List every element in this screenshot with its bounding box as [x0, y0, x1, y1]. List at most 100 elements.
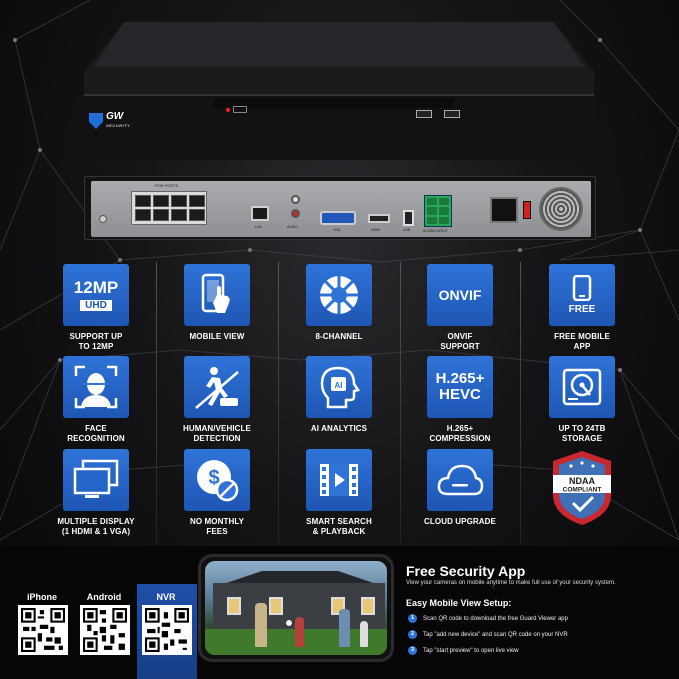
cloud-upgrade-icon [427, 449, 493, 511]
step-number: 1 [408, 614, 417, 623]
power-switch [523, 201, 531, 219]
power-led [226, 107, 230, 112]
qr-label-android: Android [86, 592, 122, 602]
person-figure [255, 603, 267, 647]
app-subtitle: View your cameras on mobile anytime to m… [406, 580, 616, 586]
feature-label: SMART SEARCH [306, 517, 372, 526]
feature-label: FREE MOBILE [554, 332, 610, 341]
step-text: Tap "add new device" and scan QR code on… [423, 631, 568, 638]
feature-label: NO MONTHLY [189, 517, 245, 526]
alarm-terminal [424, 195, 452, 227]
brand-logo-sub: SECURITY [106, 123, 131, 128]
step-number: 3 [408, 646, 417, 655]
feature-h265: H.265+ HEVC H.265+COMPRESSION [410, 356, 510, 444]
step-number: 2 [408, 630, 417, 639]
feature-label: ONVIF [447, 332, 473, 341]
feature-label: STORAGE [561, 434, 603, 443]
smart-search-playback-icon [306, 449, 372, 511]
live-view-screen [205, 561, 387, 655]
person-figure [339, 609, 350, 647]
ai-analytics-icon: AI [306, 356, 372, 418]
app-title: Free Security App [406, 563, 526, 579]
nvr-front-view [84, 22, 594, 160]
feature-mobile-view: MOBILE VIEW [167, 264, 267, 342]
qr-code-iphone[interactable] [18, 605, 68, 655]
icon-uhd-text: UHD [80, 300, 112, 311]
icon-12mp-text: 12MP [73, 278, 119, 297]
feature-label: FEES [206, 527, 228, 536]
feature-label: TO 12MP [78, 342, 114, 351]
free-icon-text: FREE [568, 304, 596, 315]
setup-step: 1 Scan QR code to download the free Guar… [408, 614, 568, 623]
feature-label: 8-CHANNEL [315, 332, 363, 341]
person-figure [295, 617, 304, 647]
qr-label-nvr: NVR [156, 592, 176, 602]
feature-smart-search: SMART SEARCH& PLAYBACK [289, 449, 389, 537]
ai-chip-text: AI [335, 381, 343, 390]
poe-ports-label: POE PORTS [155, 183, 179, 188]
feature-label: & PLAYBACK [312, 527, 366, 536]
person-figure [360, 621, 368, 647]
setup-title: Easy Mobile View Setup: [406, 598, 512, 608]
audio-in-jack [291, 209, 300, 218]
audio-out-jack [291, 195, 300, 204]
brand-logo-text: GW [106, 111, 124, 122]
front-indicators [226, 106, 247, 113]
setup-step: 2 Tap "add new device" and scan QR code … [408, 630, 568, 639]
lan-label: LAN [255, 225, 262, 229]
poe-port [153, 209, 169, 221]
poe-port [135, 209, 151, 221]
vga-port [320, 211, 356, 225]
qr-label-iphone: iPhone [26, 592, 57, 602]
front-usb-port-2 [444, 110, 460, 118]
h265-icon-text: H.265+ [435, 370, 485, 387]
hdmi-port [368, 214, 390, 223]
poe-port [171, 195, 187, 207]
feature-label: H.265+ [446, 424, 474, 433]
feature-label: HUMAN/VEHICLE [183, 424, 251, 433]
onvif-icon: ONVIF [427, 264, 493, 326]
soccer-ball [285, 619, 293, 627]
ndaa-badge-sub: COMPLIANT [563, 487, 602, 494]
column-divider [520, 262, 521, 544]
hevc-icon-text: HEVC [439, 386, 481, 403]
ground-screw-icon [99, 215, 107, 223]
feature-label: APP [573, 342, 591, 351]
rear-usb-port [403, 210, 414, 226]
rear-panel: POE PORTS LAN AUDIO VGA HDMI USB ALARM I… [91, 181, 591, 237]
human-vehicle-detection-icon [184, 356, 250, 418]
multiple-display-icon [63, 449, 129, 511]
feature-label: AI ANALYTICS [310, 424, 368, 433]
feature-label: MOBILE VIEW [189, 332, 245, 341]
8-channel-icon [306, 264, 372, 326]
shield-logo-icon [89, 113, 103, 129]
step-text: Scan QR code to download the free Guard … [423, 615, 568, 622]
lan-port [251, 206, 269, 221]
qr-code-android[interactable] [80, 605, 130, 655]
poe-port [189, 195, 205, 207]
feature-cloud-upgrade: CLOUD UPGRADE [410, 449, 510, 527]
phone-mockup [198, 554, 394, 662]
qr-code-nvr[interactable] [142, 605, 192, 655]
poe-port [171, 209, 187, 221]
column-divider [156, 262, 157, 544]
column-divider [278, 262, 279, 544]
feature-label: SUPPORT [440, 342, 480, 351]
feature-label: DETECTION [193, 434, 241, 443]
feature-label: UP TO 24TB [558, 424, 606, 433]
face-recognition-icon [63, 356, 129, 418]
front-button [233, 106, 247, 113]
poe-ports [131, 191, 207, 225]
alarm-label: ALARM IN/OUT [423, 229, 448, 233]
mobile-view-icon [184, 264, 250, 326]
audio-label: AUDIO [287, 225, 299, 229]
usb-label: USB [403, 228, 411, 232]
